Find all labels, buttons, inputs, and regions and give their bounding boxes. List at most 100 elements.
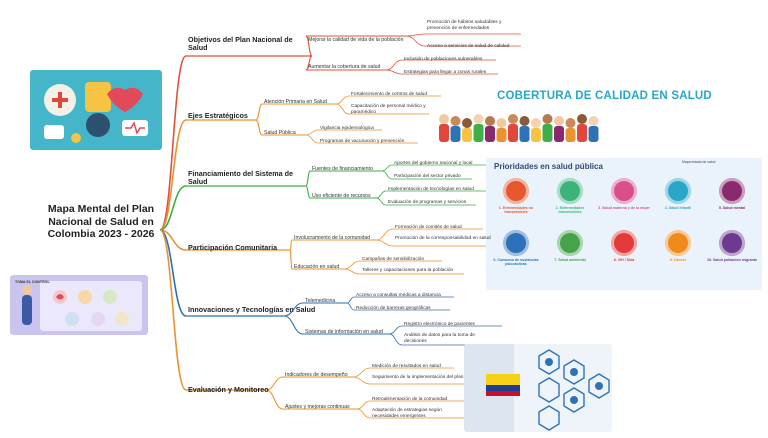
sub-branch-label: Aumentar la cobertura de salud bbox=[308, 64, 381, 70]
connector-line bbox=[375, 190, 387, 199]
connector-line bbox=[159, 119, 187, 231]
priority-label: 7. Salud ambiental bbox=[554, 258, 586, 262]
connector-line bbox=[388, 325, 403, 335]
sub-branch-label: Mejorar la calidad de vida de la poblaci… bbox=[308, 37, 404, 43]
priority-label: 1. Enfermedades no transmisibles bbox=[498, 206, 534, 215]
priority-icon bbox=[503, 178, 529, 204]
connector-line bbox=[385, 69, 403, 75]
leaf-label: Análisis de datos para la toma de decisi… bbox=[404, 333, 475, 344]
priorities-title: Prioridades en salud pública bbox=[494, 162, 603, 171]
dashboard-title: TOMA EL CONTROL bbox=[15, 280, 50, 284]
connector-line bbox=[305, 134, 319, 144]
connector-line bbox=[159, 55, 187, 231]
priority-icon bbox=[665, 178, 691, 204]
connector-line bbox=[346, 296, 355, 304]
connector-line bbox=[335, 95, 350, 105]
leaf-label: Aportes del gobierno nacional y local bbox=[394, 161, 473, 166]
connector-line bbox=[159, 229, 187, 317]
priority-label: 8. VIH / Sida bbox=[613, 258, 635, 262]
priority-icon bbox=[611, 230, 637, 256]
sub-branch-label: Ajustes y mejoras continuas bbox=[285, 404, 350, 410]
priority-icon bbox=[503, 230, 529, 256]
connector-line bbox=[255, 119, 263, 136]
sub-branch-label: Indicadores de desempeño bbox=[285, 372, 348, 378]
branch-title: Innovaciones y Tecnologías en Salud bbox=[188, 305, 316, 314]
sub-branch-label: Atención Primaria en Salud bbox=[264, 99, 327, 105]
connector-line bbox=[335, 103, 350, 115]
connector-line bbox=[352, 367, 371, 378]
banner-title: COBERTURA DE CALIDAD EN SALUD bbox=[497, 90, 712, 102]
leaf-label: Promoción de hábitos saludables y preven… bbox=[427, 20, 502, 31]
leaf-label: Vigilancia epidemiológica bbox=[320, 126, 374, 131]
priority-item: 5. Salud mental bbox=[706, 178, 758, 210]
leaf-label: Registro electrónico de pacientes bbox=[404, 322, 475, 327]
sub-branch-label: Telemedicina bbox=[305, 298, 336, 304]
health-dashboard-illustration bbox=[10, 275, 148, 335]
connector-line bbox=[305, 35, 313, 57]
leaf-label: Medición de resultados en salud bbox=[372, 364, 441, 369]
connector-line bbox=[283, 315, 304, 335]
priorities-corner-label: Mapa estado de salud bbox=[682, 160, 716, 164]
leaf-label: Acceso a consultas médicas a distancia bbox=[356, 293, 441, 298]
connector-line bbox=[265, 389, 284, 410]
leaf-label: Reducción de barreras geográficas bbox=[356, 306, 431, 311]
health-icons-illustration bbox=[30, 70, 162, 150]
priority-icon bbox=[557, 230, 583, 256]
priority-item: 7. Salud ambiental bbox=[544, 230, 596, 262]
connector-line bbox=[405, 35, 426, 47]
leaf-label: Retroalimentación de la comunidad bbox=[372, 397, 448, 402]
leaf-label: Fortalecimiento de centros de salud bbox=[351, 92, 427, 97]
leaf-label: Acceso a servicios de salud de calidad bbox=[427, 44, 510, 49]
branch-title: Participación Comunitaria bbox=[188, 243, 278, 252]
leaf-label: Promoción de la corresponsabilidad en sa… bbox=[395, 236, 491, 241]
priority-item: 2. Enfermedades transmisibles bbox=[544, 178, 596, 214]
leaf-label: Adaptación de estrategias según necesida… bbox=[372, 408, 442, 419]
sub-branch-label: Sistemas de información en salud bbox=[305, 329, 383, 335]
connector-line bbox=[356, 408, 371, 419]
priority-label: 9. Cáncer bbox=[669, 258, 687, 262]
priority-label: 2. Enfermedades transmisibles bbox=[555, 206, 585, 215]
digital-health-illustration bbox=[464, 344, 612, 432]
connector-line bbox=[159, 185, 187, 231]
leaf-label: Seguimiento de la implementación del pla… bbox=[372, 375, 464, 380]
connector-line bbox=[159, 229, 187, 391]
sub-branch-label: Educación en salud bbox=[294, 264, 340, 270]
priority-label: 3. Salud materna y de la mujer bbox=[598, 206, 650, 210]
connector-line bbox=[305, 170, 311, 187]
priority-label: 5. Salud mental bbox=[718, 206, 746, 210]
leaf-label: Evaluación de programas y servicios bbox=[388, 200, 467, 205]
leaf-label: Inclusión de poblaciones vulnerables bbox=[404, 57, 483, 62]
branch-title: Ejes Estratégicos bbox=[188, 111, 248, 120]
priority-icon bbox=[719, 230, 745, 256]
root-title: Mapa Mental del Plan Nacional de Salud e… bbox=[47, 203, 155, 241]
priority-icon bbox=[719, 178, 745, 204]
connector-line bbox=[305, 129, 319, 136]
leaf-label: Capacitación de personal médico y paramé… bbox=[351, 104, 426, 115]
priority-label: 10. Salud población migrante bbox=[707, 258, 757, 262]
sub-branch-label: Salud Pública bbox=[264, 130, 296, 136]
leaf-label: Formación de comités de salud bbox=[395, 225, 462, 230]
branch-title: Financiamiento del Sistema de Salud bbox=[188, 169, 294, 187]
priority-item: 1. Enfermedades no transmisibles bbox=[490, 178, 542, 214]
connector-line bbox=[265, 376, 284, 391]
connector-line bbox=[352, 376, 371, 385]
connector-line bbox=[343, 260, 361, 270]
branch-title: Evaluación y Monitoreo bbox=[188, 385, 269, 394]
leaf-label: Estrategias para llegar a zonas rurales bbox=[404, 70, 487, 75]
priority-item: 10. Salud población migrante bbox=[706, 230, 758, 262]
priority-label: 6. Consumo de sustancias psicoactivas bbox=[493, 258, 539, 267]
connector-line bbox=[375, 228, 394, 241]
connector-line bbox=[381, 164, 393, 172]
priority-icon bbox=[665, 230, 691, 256]
priority-label: 4. Salud infantil bbox=[664, 206, 692, 210]
sub-branch-label: Fuentes de financiamiento bbox=[312, 166, 373, 172]
leaf-label: Talleres y capacitaciones para la poblac… bbox=[362, 268, 454, 273]
connector-line bbox=[356, 400, 371, 410]
connector-line bbox=[385, 59, 403, 71]
priority-item: 9. Cáncer bbox=[652, 230, 704, 262]
leaf-label: Programas de vacunación y prevención bbox=[320, 139, 405, 144]
connector-line bbox=[343, 268, 361, 275]
connector-line bbox=[381, 170, 393, 180]
connector-line bbox=[405, 33, 426, 37]
